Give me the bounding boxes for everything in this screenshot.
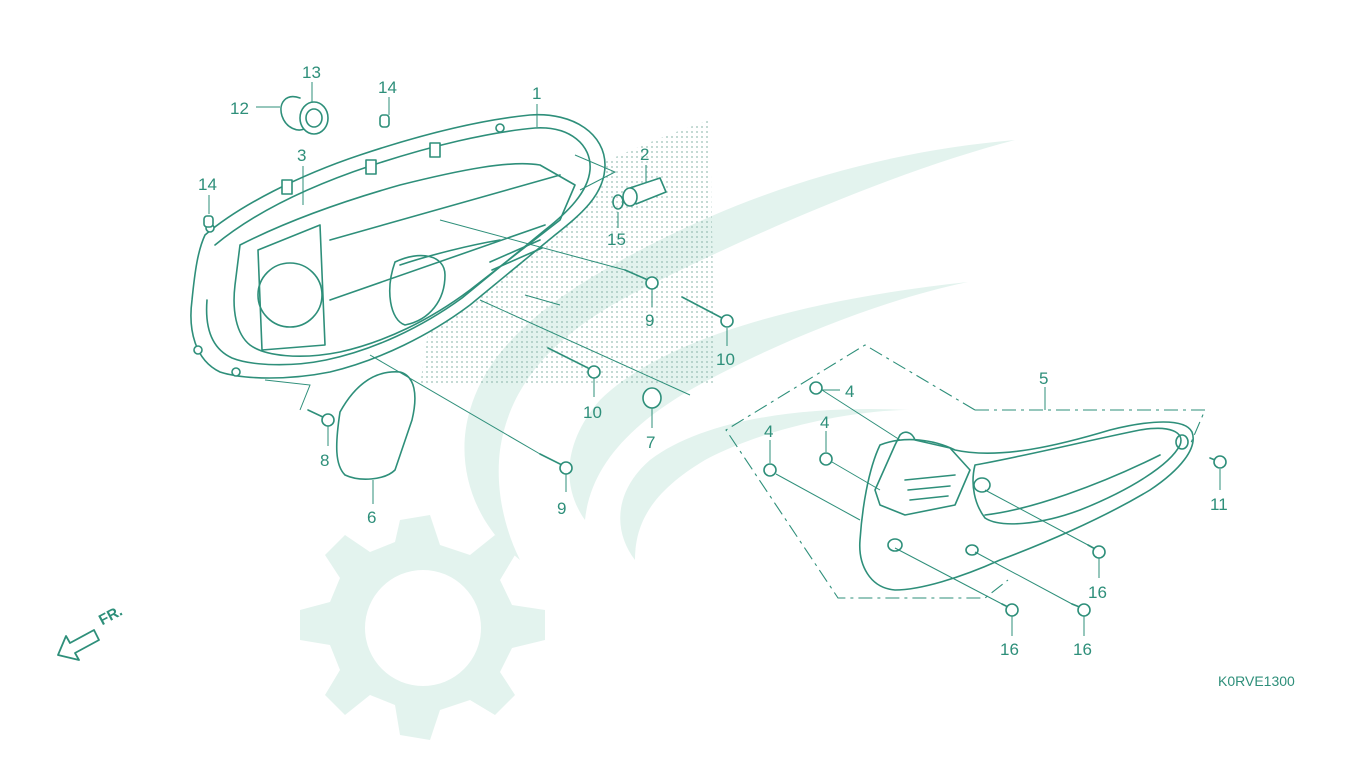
grommet-4c xyxy=(763,463,777,477)
washer-7 xyxy=(642,387,662,409)
callout-14a: 14 xyxy=(378,78,397,97)
callout-14b: 14 xyxy=(198,175,217,194)
callout-10b: 10 xyxy=(583,403,602,422)
callout-13: 13 xyxy=(302,63,321,82)
grommet-4a xyxy=(809,381,823,395)
callout-6: 6 xyxy=(367,508,376,527)
circlip-12 xyxy=(280,96,307,131)
callout-16b: 16 xyxy=(1000,640,1019,659)
crankcase-cover-5 xyxy=(859,421,1194,591)
o-ring-15 xyxy=(612,194,624,210)
leader-lines-left xyxy=(208,82,728,504)
callout-16a: 16 xyxy=(1088,583,1107,602)
callout-8: 8 xyxy=(320,451,329,470)
callout-2: 2 xyxy=(640,145,649,164)
callout-10a: 10 xyxy=(716,350,735,369)
bolt-10b xyxy=(547,347,601,379)
group-outline-5 xyxy=(725,344,1206,599)
callout-1: 1 xyxy=(532,84,541,103)
callout-4b: 4 xyxy=(820,413,829,432)
dowel-pin-14b xyxy=(203,215,214,228)
callout-5: 5 xyxy=(1039,369,1048,388)
callout-3: 3 xyxy=(297,146,306,165)
screw-16c xyxy=(1071,603,1091,617)
left-crankcase-cover xyxy=(190,114,606,379)
callout-7: 7 xyxy=(646,433,655,452)
callout-9a: 9 xyxy=(645,311,654,330)
callout-9b: 9 xyxy=(557,499,566,518)
screw-16b xyxy=(1001,603,1019,617)
callout-15: 15 xyxy=(607,230,626,249)
callout-labels: 1 2 3 4 4 4 5 6 7 8 9 9 10 10 11 12 13 1… xyxy=(198,63,1228,659)
bolt-9a xyxy=(624,269,659,290)
bolt-9b xyxy=(539,453,573,475)
oil-filler-cap-2 xyxy=(622,177,667,207)
bolt-8 xyxy=(307,409,335,427)
oil-seal-13 xyxy=(299,101,329,135)
screw-11 xyxy=(1209,455,1227,469)
bolt-10a xyxy=(681,296,734,328)
leader-lines-right xyxy=(769,387,1221,636)
front-direction-arrow-icon xyxy=(57,629,100,661)
grommet-4b xyxy=(819,452,833,466)
callout-4a: 4 xyxy=(845,382,854,401)
diagram-reference-code: K0RVE1300 xyxy=(1218,673,1295,689)
cover-gasket xyxy=(335,371,416,480)
screw-16a xyxy=(1087,544,1106,559)
callout-4c: 4 xyxy=(764,422,773,441)
callout-12: 12 xyxy=(230,99,249,118)
callout-11: 11 xyxy=(1210,495,1228,514)
dowel-pin-14a xyxy=(379,114,390,128)
callout-16c: 16 xyxy=(1073,640,1092,659)
